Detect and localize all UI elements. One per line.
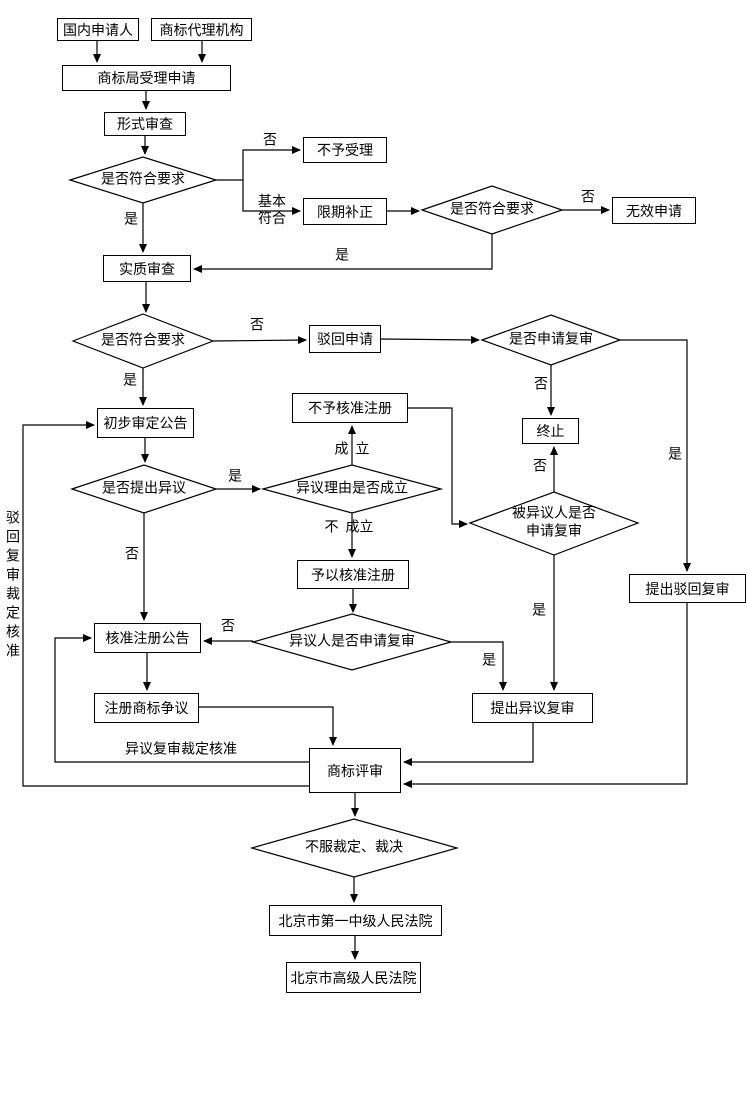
decision-substantive-requirements-label: 是否符合要求 <box>101 332 185 349</box>
decision-objection-raised-label: 是否提出异议 <box>102 480 186 497</box>
label-grounds-established-part2: 立 <box>355 441 370 458</box>
node-not-accepted: 不予受理 <box>303 137 387 163</box>
decision-apply-review-label: 是否申请复审 <box>509 331 593 348</box>
label-yes-correction-check: 是 <box>335 247 349 264</box>
label-basically-meets-line2: 符合 <box>258 211 286 227</box>
label-yes-formal-check: 是 <box>124 211 138 228</box>
diamond-formal-requirements <box>68 156 218 204</box>
node-approve-registration: 予以核准注册 <box>297 560 409 589</box>
edge-formal-check-no-to-not-accepted <box>216 146 301 181</box>
edge-correction-check-yes-to-substantive <box>193 234 493 273</box>
edge-trademark-review-to-approved-announcement <box>54 634 309 763</box>
node-office-accepts-application: 商标局受理申请 <box>62 65 231 91</box>
label-basically-meets-line1: 基本 <box>258 194 286 211</box>
node-file-objection-review: 提出异议复审 <box>472 693 593 723</box>
label-rejection-review-ruling-approved: 驳回复审裁定核准 <box>4 510 20 662</box>
node-higher-court: 北京市高级人民法院 <box>286 962 421 993</box>
connector-lines <box>22 41 691 960</box>
label-basically-meets: 基本 符合 <box>258 194 286 228</box>
label-grounds-not-established-part1: 不 <box>324 519 339 536</box>
label-no-objection-raised: 否 <box>125 546 139 563</box>
node-file-rejection-review: 提出驳回复审 <box>629 574 746 603</box>
node-approved-registration-announcement: 核准注册公告 <box>94 623 201 653</box>
label-yes-opposed-review: 是 <box>532 602 546 619</box>
diamond-correction-requirements <box>420 185 564 235</box>
node-registered-trademark-dispute: 注册商标争议 <box>94 693 199 723</box>
node-preliminary-announcement: 初步审定公告 <box>97 408 194 438</box>
diamond-opponent-review <box>250 613 454 671</box>
edge-opponent-review-yes-to-file-objection-review <box>451 641 507 691</box>
decision-diamonds <box>68 156 640 878</box>
edge-formal-check-basic-to-correction <box>242 180 301 215</box>
label-objection-review-ruling-approved: 异议复审裁定核准 <box>125 741 237 758</box>
node-trademark-review: 商标评审 <box>309 748 401 793</box>
label-no-opponent-review: 否 <box>221 618 235 635</box>
diamond-objection-raised <box>70 464 218 514</box>
label-no-opposed-review: 否 <box>533 458 547 475</box>
node-no-approval-registration: 不予核准注册 <box>292 393 408 423</box>
label-grounds-established-part1: 成 <box>334 441 349 458</box>
diamond-dissatisfied-ruling <box>249 818 460 878</box>
label-yes-opponent-review: 是 <box>482 652 496 669</box>
decision-opposed-party-review-line1: 被异议人是否 <box>512 505 596 522</box>
label-no-substantive-check: 否 <box>250 317 264 334</box>
decision-formal-requirements-label: 是否符合要求 <box>101 171 185 188</box>
node-trademark-agency: 商标代理机构 <box>151 18 252 41</box>
decision-opposed-party-review-label: 被异议人是否 申请复审 <box>512 506 596 541</box>
node-domestic-applicant: 国内申请人 <box>57 18 139 41</box>
label-no-correction-check: 否 <box>581 189 595 206</box>
node-deadline-correction: 限期补正 <box>303 198 387 225</box>
diamond-opposed-party-review <box>468 491 640 556</box>
edge-no-approval-to-opposed-review-check <box>408 407 468 528</box>
decision-correction-requirements-label: 是否符合要求 <box>450 201 534 218</box>
edge-file-objection-review-to-trademark-review <box>403 723 534 766</box>
node-invalid-application: 无效申请 <box>612 197 696 224</box>
decision-opposed-party-review-line2: 申请复审 <box>526 523 582 539</box>
diamond-substantive-requirements <box>71 313 215 369</box>
edge-reject-to-review-check <box>380 335 480 344</box>
node-reject-application: 驳回申请 <box>309 325 381 353</box>
label-grounds-not-established-part2: 成立 <box>345 519 374 536</box>
label-yes-objection-raised: 是 <box>228 468 242 485</box>
label-grounds-established: 成 立 <box>335 442 370 459</box>
edge-substantive-check-no-to-reject <box>212 336 307 345</box>
decision-dissatisfied-ruling-label: 不服裁定、裁决 <box>305 839 403 856</box>
node-substantive-examination: 实质审查 <box>103 255 191 282</box>
node-formal-examination: 形式审查 <box>104 112 186 136</box>
decision-objection-grounds-label: 异议理由是否成立 <box>296 480 408 497</box>
label-no-apply-review: 否 <box>534 376 548 393</box>
diamond-objection-grounds <box>260 464 444 514</box>
label-yes-substantive-check: 是 <box>123 372 137 389</box>
node-terminate: 终止 <box>522 418 579 444</box>
diamond-apply-review <box>480 314 622 366</box>
node-first-intermediate-court: 北京市第一中级人民法院 <box>269 905 442 936</box>
label-yes-apply-review: 是 <box>668 446 682 463</box>
edge-file-rejection-review-to-trademark-review <box>403 603 688 788</box>
edge-trademark-review-to-preliminary <box>22 421 309 787</box>
decision-opponent-review-label: 异议人是否申请复审 <box>289 633 415 650</box>
label-no-formal-check: 否 <box>263 132 277 149</box>
label-grounds-not-established: 不 成立 <box>325 520 374 537</box>
edge-dispute-to-trademark-review <box>199 706 337 746</box>
edge-review-check-yes-to-file-rejection-review <box>620 339 691 572</box>
